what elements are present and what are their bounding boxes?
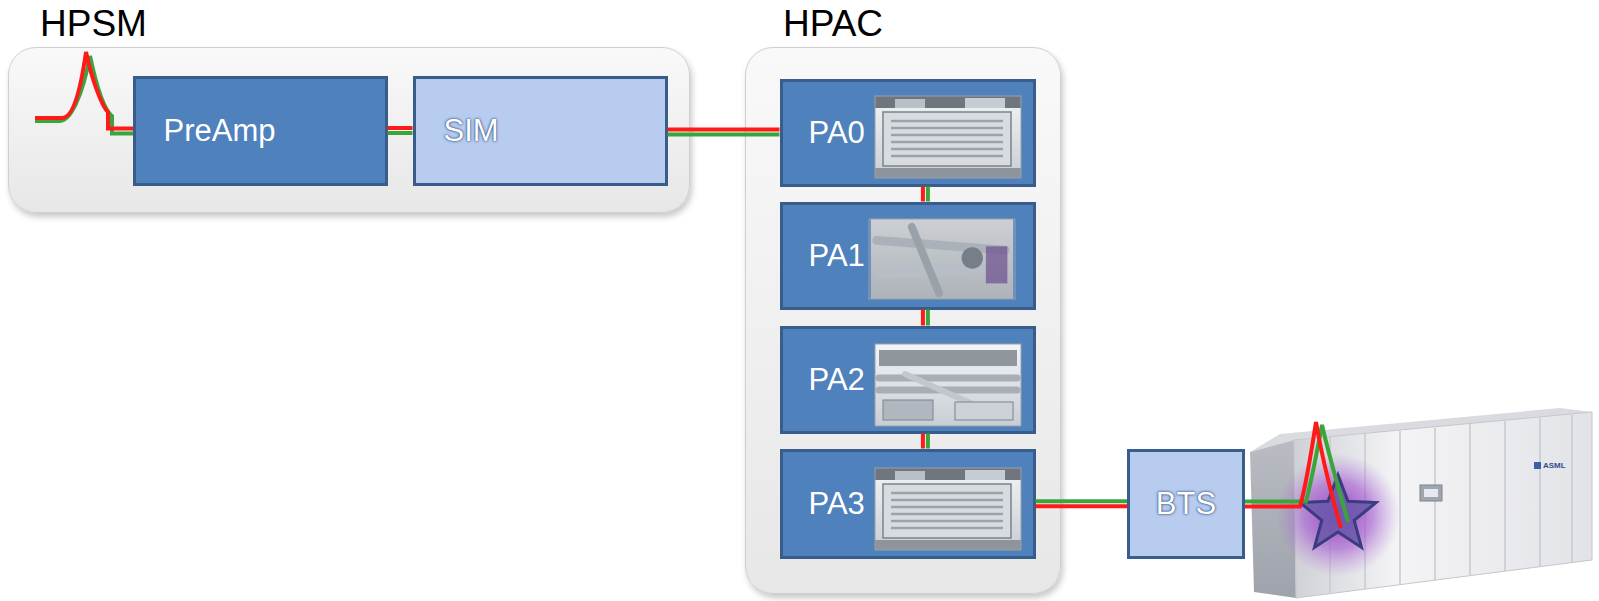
beam-line	[921, 187, 925, 202]
beam-line	[668, 128, 780, 132]
box-label: PreAmp	[164, 113, 276, 149]
logo-text: ASML	[1543, 461, 1566, 470]
beam-connector	[1036, 501, 1128, 506]
module-title: HPAC	[783, 4, 883, 44]
beam-line	[668, 133, 780, 137]
pulse-waveform	[35, 52, 133, 134]
beam-connector	[388, 128, 413, 133]
beam-line	[926, 434, 930, 449]
box-label: SIM	[444, 113, 499, 149]
beam-connector	[923, 187, 928, 202]
beam-connector	[668, 130, 780, 135]
beam-line	[1036, 499, 1128, 503]
box-label: PA3	[809, 486, 865, 522]
box-label: BTS	[1156, 486, 1216, 522]
beam-connector	[923, 310, 928, 326]
box-content: PreAmp	[136, 79, 385, 183]
output-beam	[1245, 422, 1348, 528]
module-photo	[869, 96, 1021, 550]
title-holder: HPSM	[40, 4, 147, 44]
process-box: SIM	[413, 76, 668, 186]
beam-line	[926, 310, 930, 326]
process-box: PreAmp	[133, 76, 388, 186]
beam-line	[1036, 504, 1128, 508]
title-holder: HPAC	[783, 4, 883, 44]
beam-line	[921, 434, 925, 449]
beam-connector	[923, 434, 928, 449]
beam-line	[388, 131, 413, 135]
module-title: HPSM	[40, 4, 147, 44]
beam-line	[926, 187, 930, 202]
box-content: SIM	[416, 79, 665, 183]
beam-line	[388, 126, 413, 130]
box-label: PA0	[809, 115, 865, 151]
beam-line	[921, 310, 925, 326]
box-content: BTS	[1130, 452, 1242, 556]
process-box: BTS	[1127, 449, 1245, 559]
box-label: PA2	[809, 362, 865, 398]
box-label: PA1	[809, 238, 865, 274]
